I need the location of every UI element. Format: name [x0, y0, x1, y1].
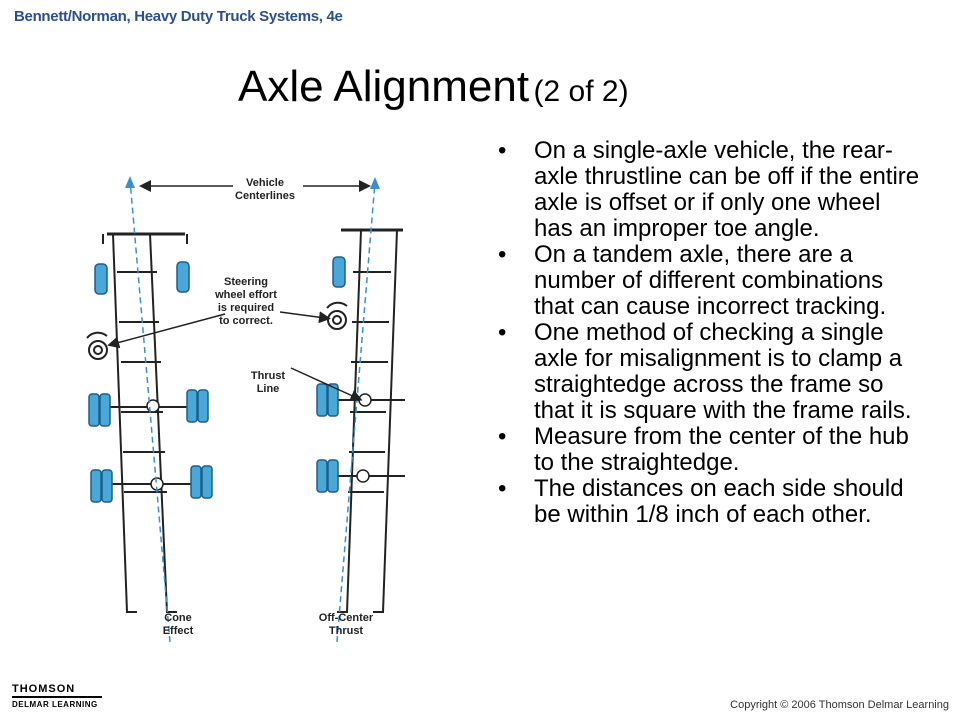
copyright-notice: Copyright © 2006 Thomson Delmar Learning: [730, 699, 949, 711]
bullet-item: The distances on each side should be wit…: [493, 476, 923, 528]
left-centerline: [129, 179, 171, 643]
pointer-arrows: [107, 180, 371, 401]
axle-alignment-figure: Vehicle Centerlines Steering wheel effor…: [75, 172, 405, 648]
header-note: Bennett/Norman, Heavy Duty Truck Systems…: [14, 8, 343, 25]
bullet-list: On a single-axle vehicle, the rear-axle …: [493, 138, 923, 528]
bullet-item: On a single-axle vehicle, the rear-axle …: [493, 138, 923, 242]
bullet-item: One method of checking a single axle for…: [493, 320, 923, 424]
bullet-item: On a tandem axle, there are a number of …: [493, 242, 923, 320]
label-cone-effect: Cone Effect: [162, 612, 194, 637]
right-centerline: [336, 181, 376, 643]
figure-drawing: [86, 176, 405, 643]
label-thrust-line: Thrust Line: [250, 370, 286, 395]
left-frame: [102, 232, 193, 613]
left-steering-wheel-icon: [86, 331, 108, 360]
title-main: Axle Alignment: [238, 62, 530, 111]
logo-top-text: THOMSON: [12, 683, 102, 698]
title-sub: (2 of 2): [533, 75, 629, 108]
thomson-delmar-logo: THOMSON DELMAR LEARNING: [12, 683, 102, 709]
right-steering-wheel-icon: [326, 301, 348, 330]
label-steering-effort: Steering wheel effort is required to cor…: [215, 276, 277, 327]
right-wheels: [316, 256, 346, 493]
label-vehicle-centerlines: Vehicle Centerlines: [235, 177, 295, 202]
left-wheels: [88, 261, 213, 503]
bullet-item: Measure from the center of the hub to th…: [493, 424, 923, 476]
label-off-center-thrust: Off-Center Thrust: [318, 612, 374, 637]
logo-bottom-text: DELMAR LEARNING: [12, 700, 98, 709]
slide-title: Axle Alignment (2 of 2): [238, 62, 629, 112]
